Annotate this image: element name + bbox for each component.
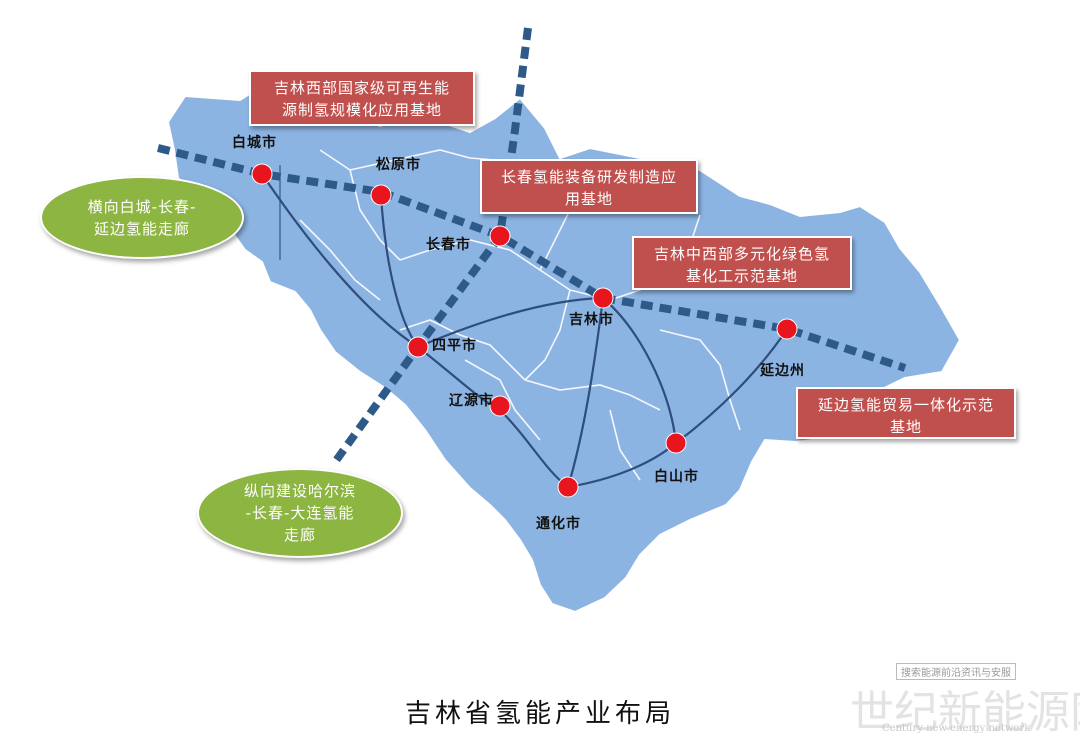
callout-west-line2: 源制氢规模化应用基地: [281, 101, 442, 119]
route-tonghua-baishan: [567, 442, 677, 489]
callout-yanbian-line1: 延边氢能贸易一体化示范: [817, 396, 994, 414]
route-songyuan-siping: [379, 194, 419, 348]
callout-central-chemical-base: 吉林中西部多元化绿色氢 基化工示范基地: [632, 236, 852, 290]
watermark-english: Century new energy network: [882, 723, 1031, 734]
horizontal-corridor-line1: 横向白城-长春-: [87, 197, 197, 216]
callout-west-line1: 吉林西部国家级可再生能: [273, 79, 450, 97]
watermark-tagline: 搜索能源前沿资讯与安服: [896, 663, 1016, 680]
vertical-corridor-line1: 纵向建设哈尔滨: [243, 482, 356, 500]
watermark-logo: 世纪新能源网: [850, 687, 1080, 738]
city-label-jilin: 吉林市: [569, 312, 614, 328]
vertical-corridor-label: 纵向建设哈尔滨 -长春-大连氢能 走廊: [197, 468, 403, 558]
callout-central-line1: 吉林中西部多元化绿色氢: [653, 245, 830, 263]
city-label-changchun: 长春市: [426, 237, 471, 253]
page-title: 吉林省氢能产业布局: [404, 699, 675, 729]
vertical-corridor-line3: 走廊: [283, 526, 316, 544]
callout-central-line2: 基化工示范基地: [685, 267, 798, 285]
route-lines: [261, 173, 788, 489]
city-label-liaoyuan: 辽源市: [449, 393, 494, 409]
city-label-siping: 四平市: [432, 338, 477, 354]
callout-yanbian-line2: 基地: [889, 418, 922, 436]
route-jilin-tonghua: [566, 297, 605, 488]
callout-changchun-line2: 用基地: [564, 190, 613, 208]
city-dot-baishan: [665, 432, 687, 454]
city-label-songyuan: 松原市: [376, 157, 421, 173]
city-dots: [251, 163, 798, 498]
city-dot-tonghua: [557, 476, 579, 498]
city-dot-yanbian: [776, 318, 798, 340]
vertical-corridor-line2: -长春-大连氢能: [245, 504, 355, 522]
horizontal-corridor-line2: 延边氢能走廊: [93, 219, 190, 238]
city-dot-songyuan: [370, 184, 392, 206]
city-label-baicheng: 白城市: [232, 135, 277, 151]
province-shape: [166, 84, 962, 614]
city-label-baishan: 白山市: [654, 469, 699, 485]
callout-changchun-line1: 长春氢能装备研发制造应: [500, 168, 677, 186]
route-jilin-baishan: [602, 297, 678, 444]
callout-changchun-equipment-base: 长春氢能装备研发制造应 用基地: [480, 159, 698, 214]
city-dot-changchun: [489, 225, 511, 247]
route-baishan-yanbian: [675, 328, 788, 444]
route-baicheng-siping: [261, 173, 419, 348]
city-dot-siping: [407, 336, 429, 358]
city-dot-baicheng: [251, 163, 273, 185]
city-label-yanbian: 延边州: [760, 363, 805, 379]
callout-yanbian-trade-base: 延边氢能贸易一体化示范 基地: [796, 387, 1016, 439]
city-dot-jilin: [592, 287, 614, 309]
horizontal-corridor-label: 横向白城-长春- 延边氢能走廊: [40, 176, 244, 259]
route-siping-jilin: [417, 296, 604, 349]
callout-west-renewable-base: 吉林西部国家级可再生能 源制氢规模化应用基地: [249, 70, 475, 126]
city-label-tonghua: 通化市: [536, 516, 581, 532]
city-dot-liaoyuan: [489, 395, 511, 417]
